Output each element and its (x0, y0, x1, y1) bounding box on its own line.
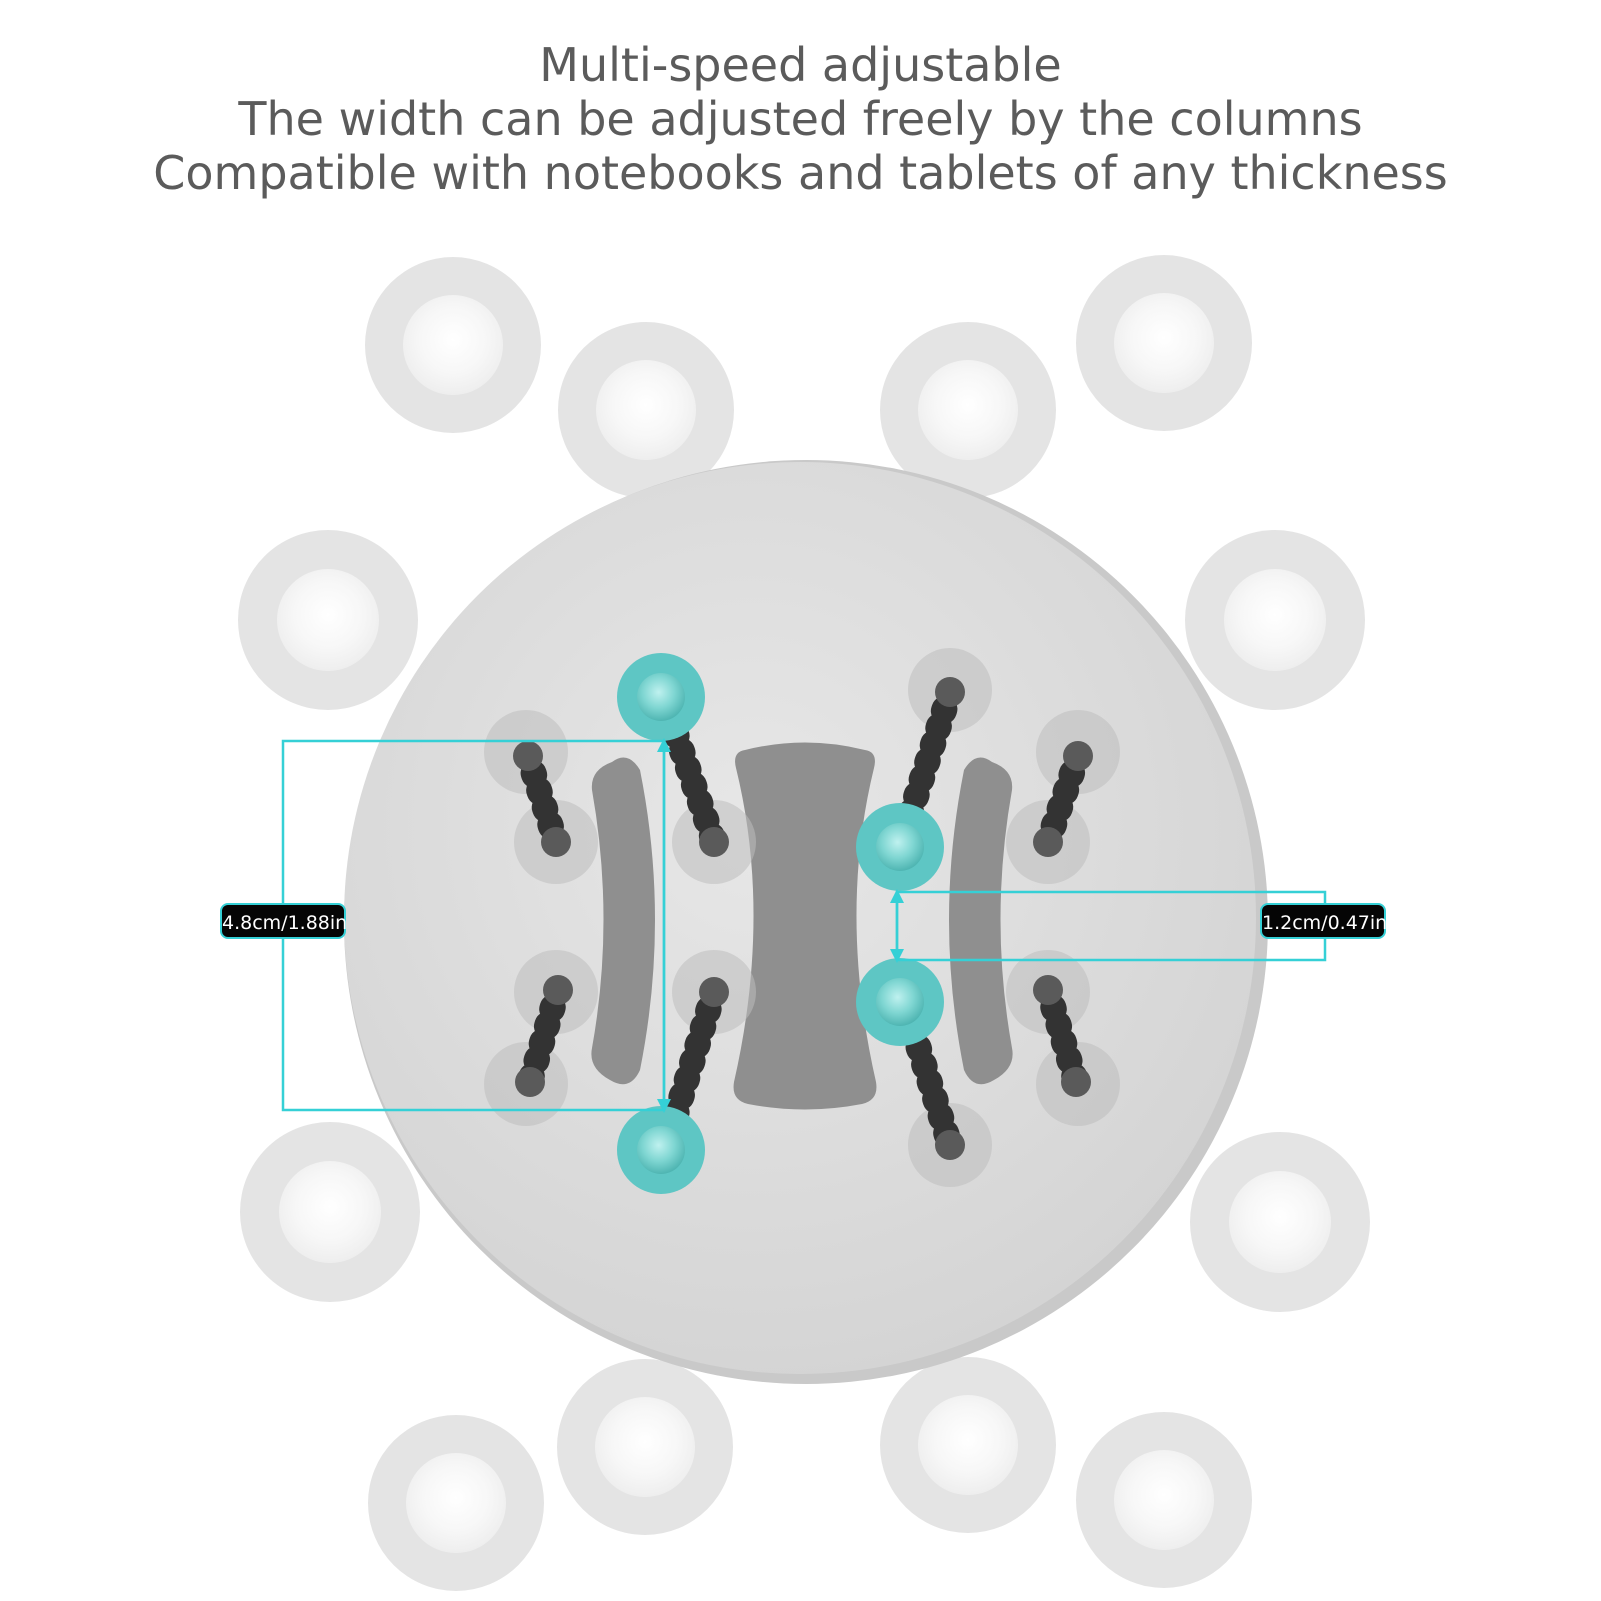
suction-cup-icon (880, 1357, 1056, 1533)
dimension-arrowheads (657, 738, 904, 1113)
suction-cup-icon (557, 1359, 733, 1535)
headline-line-3: Compatible with notebooks and tablets of… (153, 146, 1448, 200)
suction-cup-icon (1185, 530, 1365, 710)
suction-cup-icon (368, 1415, 544, 1591)
teal-knob-icon (617, 653, 705, 741)
dimension-label-width: 4.8cm/1.88in (220, 903, 347, 939)
slot-end-caps (513, 677, 1093, 1160)
decorative-suction-cups (238, 255, 1370, 1591)
suction-cup-icon (558, 322, 734, 498)
dimension-label-step: 1.2cm/0.47in (1260, 903, 1387, 939)
suction-cup-icon (1076, 1412, 1252, 1588)
teal-knob-icon (617, 1106, 705, 1194)
suction-cup-icon (365, 257, 541, 433)
center-pad-icon (733, 742, 877, 1110)
headline-line-2: The width can be adjusted freely by the … (238, 92, 1363, 146)
suction-cup-icon (880, 322, 1056, 498)
headline: Multi-speed adjustable The width can be … (0, 38, 1601, 200)
suction-cup-icon (1076, 255, 1252, 431)
suction-cup-icon (1190, 1132, 1370, 1312)
teal-knob-icon (856, 958, 944, 1046)
suction-cup-icon (240, 1122, 420, 1302)
teal-knob-icon (856, 803, 944, 891)
left-curved-pad-icon (591, 757, 655, 1085)
right-curved-pad-icon (949, 757, 1013, 1085)
suction-cup-icon (238, 530, 418, 710)
column-knobs (617, 653, 944, 1194)
headline-line-1: Multi-speed adjustable (539, 38, 1062, 92)
